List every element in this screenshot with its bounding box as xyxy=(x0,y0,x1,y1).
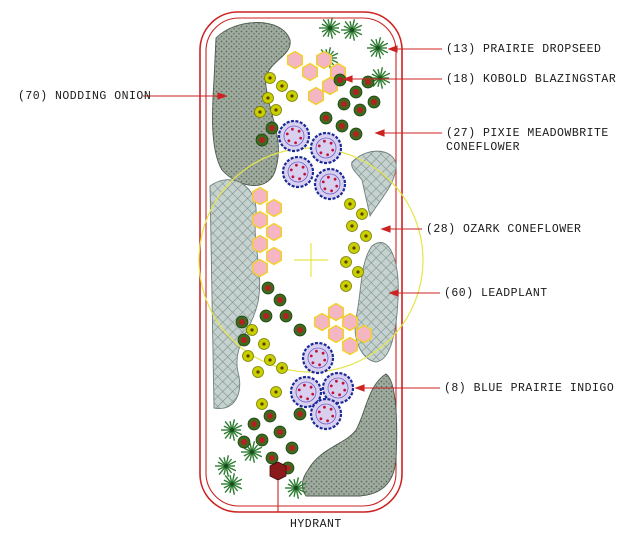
label-pixie-meadowbrite: (27) PIXIE MEADOWBRITE xyxy=(446,127,609,140)
dropseed-plant xyxy=(367,37,389,59)
blazingstar-plant xyxy=(341,336,359,356)
meadowbrite-plant xyxy=(279,309,293,323)
label-nodding-onion: (70) NODDING ONION xyxy=(18,90,152,103)
dropseed-plant xyxy=(319,17,341,39)
ozark-coneflower-plant xyxy=(246,324,258,336)
label-hydrant: HYDRANT xyxy=(290,518,342,531)
ozark-coneflower-plant xyxy=(270,386,282,398)
leader-lines xyxy=(143,45,442,392)
blazingstar-plant xyxy=(251,234,269,254)
meadowbrite-plant xyxy=(361,75,375,89)
blazingstar-plant xyxy=(315,50,333,70)
ozark-coneflower-plant xyxy=(346,220,358,232)
meadowbrite-plant xyxy=(259,309,273,323)
meadowbrite-plant xyxy=(263,409,277,423)
blazingstar-plant xyxy=(265,222,283,242)
blazingstar-plant xyxy=(251,210,269,230)
blazingstar-plant xyxy=(265,246,283,266)
meadowbrite-plant xyxy=(285,441,299,455)
dropseed-plant xyxy=(285,477,307,499)
meadowbrite-plant xyxy=(337,97,351,111)
label-blue-prairie-indigo: (8) BLUE PRAIRIE INDIGO xyxy=(444,382,615,395)
blue-prairie-indigo-plant xyxy=(313,167,347,201)
ozark-coneflower-plant xyxy=(256,398,268,410)
meadowbrite-plant xyxy=(273,425,287,439)
meadowbrite-plant xyxy=(333,73,347,87)
label-pixie-meadowbrite-line2: CONEFLOWER xyxy=(446,141,521,154)
meadowbrite-plant xyxy=(353,103,367,117)
ozark-coneflower-plant xyxy=(252,366,264,378)
blazingstar-plant xyxy=(313,312,331,332)
blazingstar-plant xyxy=(251,258,269,278)
ozark-coneflower-plant xyxy=(276,362,288,374)
label-prairie-dropseed: (13) PRAIRIE DROPSEED xyxy=(446,43,602,56)
blazingstar-plant xyxy=(355,324,373,344)
blazingstar-plant xyxy=(265,198,283,218)
ozark-coneflower-plant xyxy=(258,338,270,350)
meadowbrite-plant xyxy=(367,95,381,109)
blue-prairie-indigo-plant xyxy=(309,397,343,431)
blue-prairie-indigo-plant xyxy=(277,119,311,153)
ozark-coneflower-plant xyxy=(340,280,352,292)
meadowbrite-plant xyxy=(235,315,249,329)
dropseed-plant xyxy=(341,19,363,41)
meadowbrite-plant xyxy=(237,333,251,347)
meadowbrite-plant xyxy=(335,119,349,133)
meadowbrite-plant xyxy=(265,451,279,465)
meadowbrite-plant xyxy=(293,323,307,337)
meadowbrite-plant xyxy=(319,111,333,125)
ozark-coneflower-plant xyxy=(254,106,266,118)
blue-prairie-indigo-plant xyxy=(321,371,355,405)
blue-prairie-indigo-plants xyxy=(277,119,355,431)
label-ozark-coneflower: (28) OZARK CONEFLOWER xyxy=(426,223,582,236)
dropseed-plant xyxy=(221,473,243,495)
ozark-coneflower-plant xyxy=(264,354,276,366)
blue-prairie-indigo-plant xyxy=(301,341,335,375)
blazingstar-plant xyxy=(301,62,319,82)
ozark-coneflower-plant xyxy=(344,198,356,210)
ozark-coneflower-plant xyxy=(340,256,352,268)
ozark-coneflower-plant xyxy=(356,208,368,220)
meadowbrite-plant xyxy=(273,293,287,307)
pixie-meadowbrite-plants xyxy=(235,73,381,475)
ozark-coneflower-plant xyxy=(286,90,298,102)
ozark-coneflower-plant xyxy=(348,242,360,254)
ozark-coneflower-plant xyxy=(360,230,372,242)
meadowbrite-plant xyxy=(349,85,363,99)
kobold-blazingstar-plants xyxy=(251,50,373,356)
meadowbrite-plant xyxy=(261,281,275,295)
blazingstar-plant xyxy=(327,302,345,322)
ozark-coneflower-plants xyxy=(242,72,372,410)
ozark-coneflower-plant xyxy=(270,104,282,116)
blazingstar-plant xyxy=(307,86,325,106)
ozark-coneflower-plant xyxy=(264,72,276,84)
nodding-onion-masses xyxy=(212,22,398,497)
meadowbrite-plant xyxy=(265,121,279,135)
hydrant-icon xyxy=(269,461,287,513)
meadowbrite-plant xyxy=(247,417,261,431)
label-kobold-blazingstar: (18) KOBOLD BLAZINGSTAR xyxy=(446,73,617,86)
ozark-coneflower-plant xyxy=(262,92,274,104)
ozark-coneflower-plant xyxy=(276,80,288,92)
meadowbrite-plant xyxy=(237,435,251,449)
blazingstar-plant xyxy=(341,312,359,332)
label-leadplant: (60) LEADPLANT xyxy=(444,287,548,300)
blazingstar-plant xyxy=(251,186,269,206)
meadowbrite-plant xyxy=(293,407,307,421)
blue-prairie-indigo-plant xyxy=(309,131,343,165)
blue-prairie-indigo-plant xyxy=(281,155,315,189)
dropseed-plant xyxy=(215,455,237,477)
ozark-coneflower-plant xyxy=(352,266,364,278)
blue-prairie-indigo-plant xyxy=(289,375,323,409)
blazingstar-plant xyxy=(286,50,304,70)
meadowbrite-plant xyxy=(255,133,269,147)
blazingstar-plant xyxy=(327,324,345,344)
ozark-coneflower-plant xyxy=(242,350,254,362)
meadowbrite-plant xyxy=(255,433,269,447)
meadowbrite-plant xyxy=(349,127,363,141)
dropseed-plant xyxy=(221,419,243,441)
leadplant-masses xyxy=(209,150,399,409)
